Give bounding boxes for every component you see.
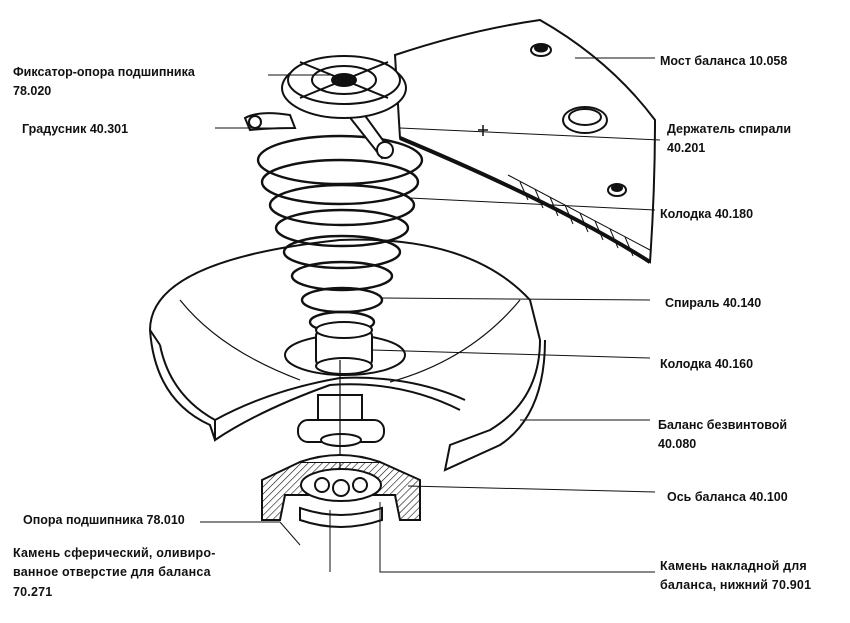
balance-wheel [149, 238, 546, 472]
lower-bearing [261, 454, 421, 528]
label-cap-jewel-line2: баланса, нижний 70.901 [660, 578, 812, 593]
label-spherical-jewel-line1: Камень сферический, оливиро- [13, 546, 216, 560]
label-balance-bridge-text: Мост баланса 10.058 [660, 54, 788, 68]
label-stud-40180: Колодка 40.180 [660, 205, 753, 224]
label-regulator-text: Градусник 40.301 [22, 122, 129, 136]
label-hairspring-text: Спираль 40.140 [665, 296, 762, 310]
label-balance-wheel-line2: 40.080 [658, 437, 697, 452]
hairspring [256, 134, 424, 334]
label-stud-40180-text: Колодка 40.180 [660, 207, 754, 221]
label-hairspring: Спираль 40.140 [665, 294, 761, 313]
label-balance-staff: Ось баланса 40.100 [667, 488, 788, 507]
label-balance-staff-text: Ось баланса 40.100 [667, 490, 788, 504]
leader-lines [200, 57, 661, 573]
label-bearing-cap: Фиксатор-опора подшипника 78.020 [13, 63, 195, 102]
upper-bearing-cap [281, 55, 407, 119]
label-collet: Колодка 40.160 [660, 355, 753, 374]
label-cap-jewel: Камень накладной для баланса, нижний 70.… [660, 557, 811, 596]
label-bearing-support-text: Опора подшипника 78.010 [23, 513, 185, 527]
label-bearing-cap-line2: 78.020 [13, 84, 52, 99]
label-balance-wheel: Баланс безвинтовой 40.080 [658, 416, 787, 455]
label-bearing-support: Опора подшипника 78.010 [23, 511, 185, 530]
label-stud-holder-line1: Держатель спирали [667, 122, 792, 136]
balance-staff [297, 321, 385, 500]
label-bearing-cap-line1: Фиксатор-опора подшипника [13, 65, 195, 79]
label-collet-text: Колодка 40.160 [660, 357, 754, 371]
label-balance-wheel-line1: Баланс безвинтовой [658, 418, 788, 432]
label-spherical-jewel-line2: ванное отверстие для баланса [13, 565, 211, 580]
label-stud-holder-line2: 40.201 [667, 141, 706, 156]
label-cap-jewel-line1: Камень накладной для [660, 559, 807, 573]
label-spherical-jewel-line3: 70.271 [13, 584, 53, 599]
balance-bridge [393, 18, 657, 264]
label-spherical-jewel: Камень сферический, оливиро- ванное отве… [13, 544, 216, 602]
label-stud-holder: Держатель спирали 40.201 [667, 120, 791, 159]
label-balance-bridge: Мост баланса 10.058 [660, 52, 787, 71]
label-regulator: Градусник 40.301 [22, 120, 128, 139]
